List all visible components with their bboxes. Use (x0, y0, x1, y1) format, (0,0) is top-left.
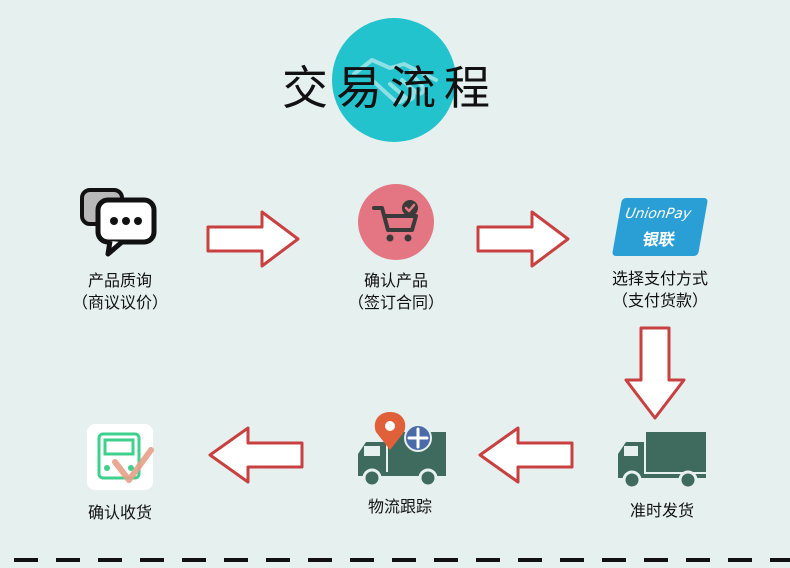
arrow-right-icon (206, 210, 300, 268)
step-confirm-product-subtitle: （签订合同） (347, 293, 444, 312)
arrow-right-icon (476, 210, 570, 268)
unionpay-cn-text: 银联 (641, 230, 677, 249)
step-payment: UnionPay 银联 选择支付方式 （支付货款） (590, 198, 730, 312)
arrow-left-icon (478, 426, 574, 484)
step-inquiry-title: 产品质询 (87, 271, 152, 290)
step-confirm-product: 确认产品 （签订合同） (336, 184, 456, 314)
step-confirm-product-title: 确认产品 (363, 271, 428, 290)
step-inquiry-subtitle: （商议议价） (71, 293, 168, 312)
step-tracking-title: 物流跟踪 (367, 497, 432, 516)
shopping-cart-icon (358, 184, 434, 260)
tracking-truck-icon (358, 412, 446, 488)
arrow-left-icon (208, 426, 304, 484)
dashed-divider (14, 558, 790, 562)
unionpay-logo: UnionPay 银联 (611, 198, 709, 256)
unionpay-brand-text: UnionPay (623, 206, 693, 222)
step-ship: 准时发货 (602, 430, 722, 522)
delivery-truck-icon (618, 432, 706, 490)
step-ship-title: 准时发货 (629, 501, 694, 520)
step-inquiry: 产品质询 （商议议价） (60, 186, 180, 314)
step-receive-title: 确认收货 (87, 503, 152, 522)
receive-check-icon (87, 424, 154, 490)
step-receive: 确认收货 (60, 422, 180, 524)
chat-bubbles-icon (80, 188, 157, 257)
step-tracking: 物流跟踪 (340, 408, 460, 518)
title-section: 交易流程 (0, 0, 790, 160)
handshake-icon (352, 58, 438, 105)
step-payment-subtitle: （支付货款） (611, 291, 708, 310)
arrow-down-icon (624, 326, 686, 420)
step-payment-title: 选择支付方式 (611, 269, 708, 288)
page-title: 交易流程 (282, 61, 498, 115)
